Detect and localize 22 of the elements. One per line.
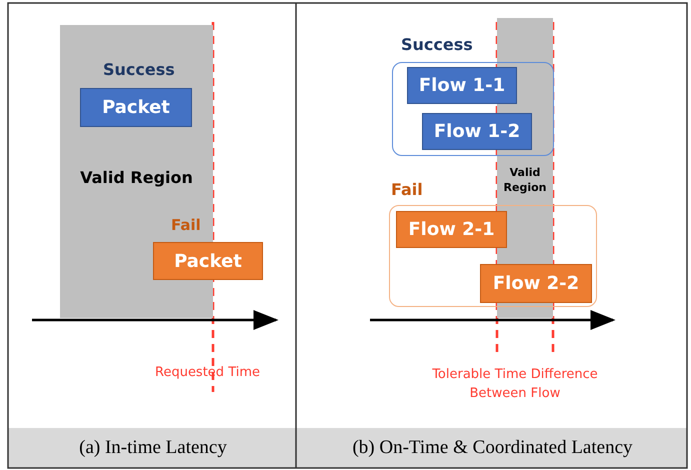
box-label: Packet [174, 250, 242, 272]
flow-box [422, 113, 532, 150]
region-label: Valid Region [502, 165, 548, 195]
flow-box [407, 67, 517, 104]
box-label: Flow 2-2 [492, 273, 580, 294]
region-label: Valid Region [79, 168, 194, 187]
box-label: Flow 2-1 [408, 219, 495, 240]
panel-caption: (b) On-Time & Coordinated Latency [351, 437, 634, 459]
packet-box [153, 242, 263, 280]
status-label: Success [103, 60, 175, 79]
group-heading: Fail [391, 180, 423, 199]
group-heading: Success [401, 35, 473, 54]
panel-caption: (a) In-time Latency [78, 437, 228, 459]
box-label: Flow 1-2 [434, 121, 520, 142]
flow-box [396, 211, 507, 248]
axis-note: Tolerable Time Difference Between Flow [431, 366, 599, 403]
box-label: Packet [102, 97, 170, 118]
flow-box [480, 264, 592, 303]
axis-note: Requested Time [155, 365, 260, 380]
packet-box [80, 88, 192, 127]
status-label: Fail [171, 216, 201, 234]
box-label: Flow 1-1 [418, 75, 506, 96]
